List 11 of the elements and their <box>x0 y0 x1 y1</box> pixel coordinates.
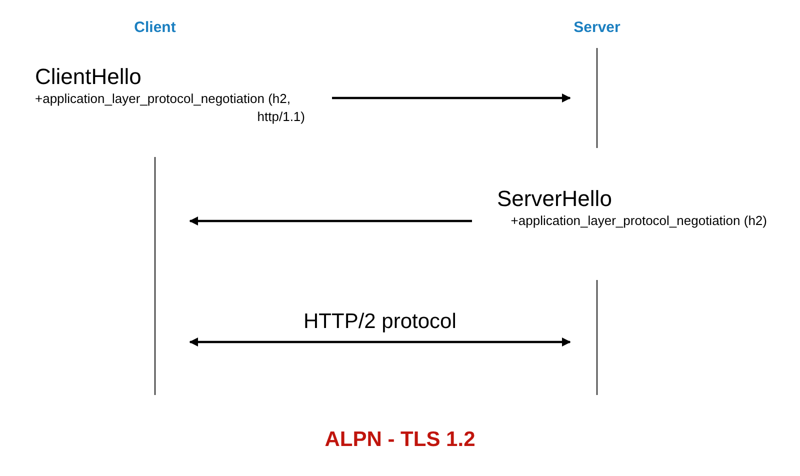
message-extension: +application_layer_protocol_negotiation (h2, http/1.1) <box>35 90 305 126</box>
edge-label: HTTP/2 protocol <box>304 310 456 334</box>
message-name: ServerHello <box>497 186 613 212</box>
arrow <box>332 94 571 102</box>
participant-label: Client <box>133 18 177 38</box>
message-extension: +application_layer_protocol_negotiation (h2) <box>510 212 767 230</box>
arrow <box>189 338 571 346</box>
diagram-title: ALPN - TLS 1.2 <box>324 428 476 452</box>
arrow <box>189 216 472 226</box>
message-name: ClientHello <box>35 64 142 90</box>
participant-label: Server <box>572 18 622 38</box>
